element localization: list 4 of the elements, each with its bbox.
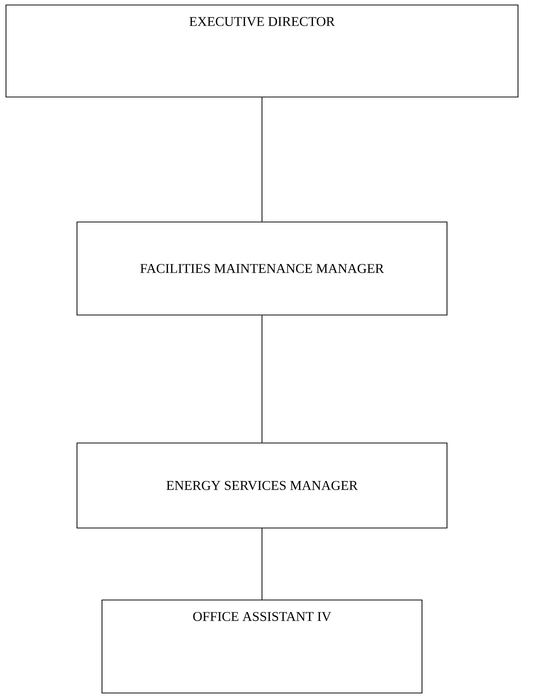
org-box: OFFICE ASSISTANT IV: [102, 600, 422, 694]
org-box: EXECUTIVE DIRECTOR: [6, 4, 518, 98]
org-box: FACILITIES MAINTENANCE MANAGER: [76, 222, 448, 316]
org-box: ENERGY SERVICES MANAGER: [76, 442, 448, 528]
